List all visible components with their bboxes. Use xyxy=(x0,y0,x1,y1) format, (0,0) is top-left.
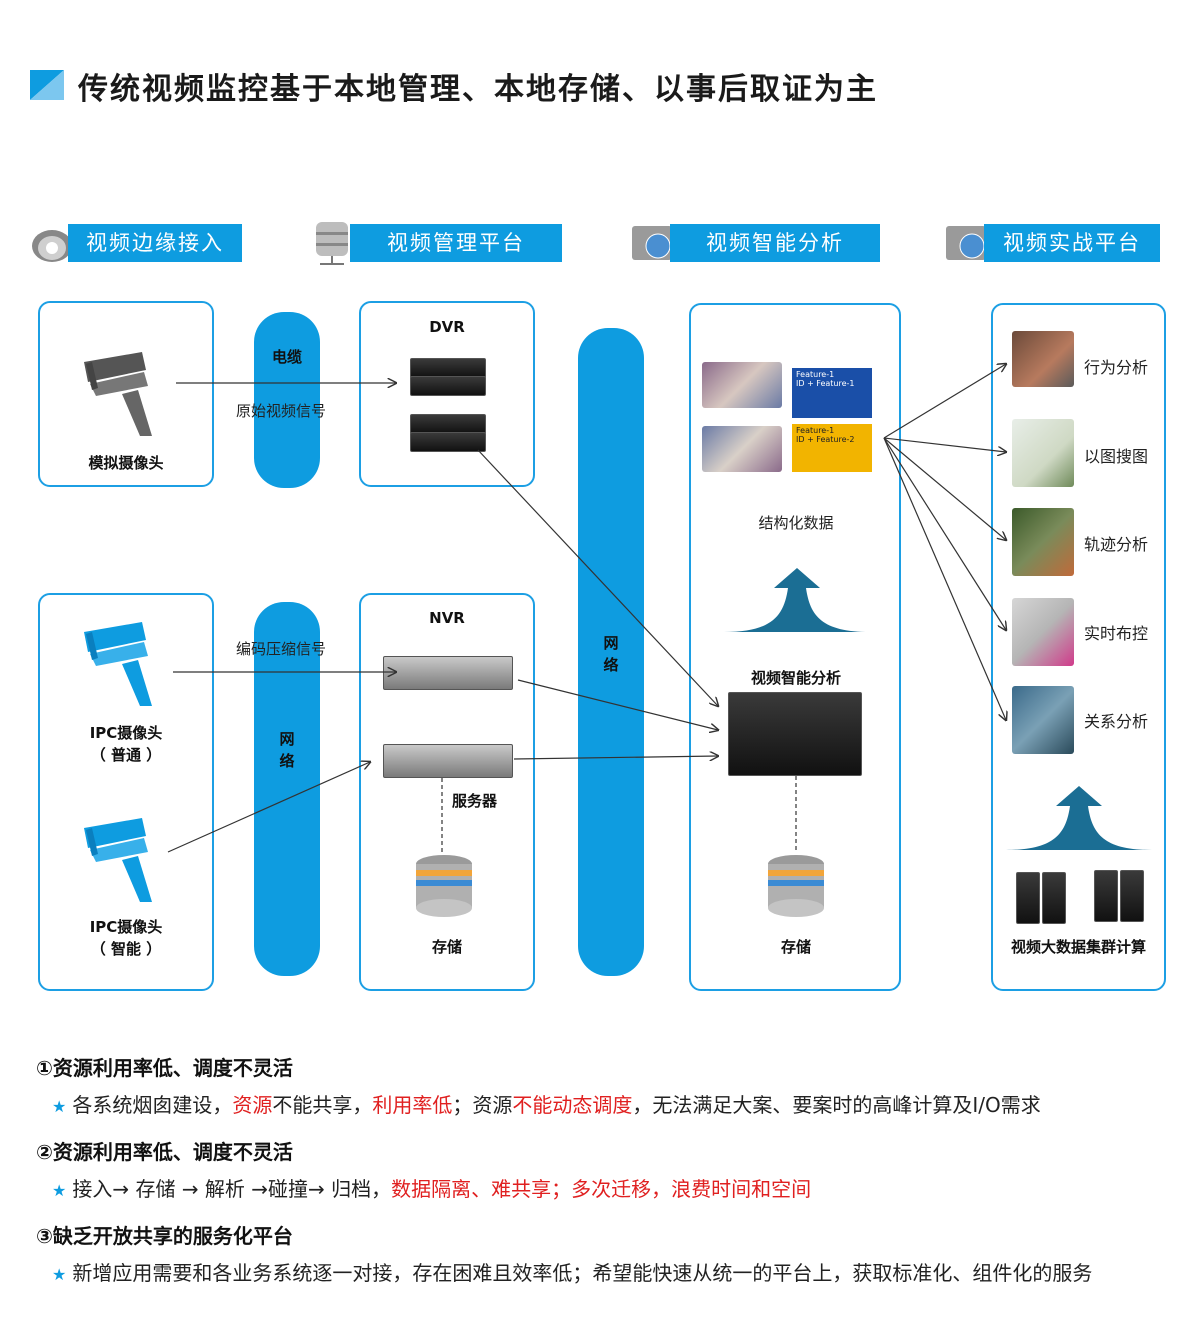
storage-label-management: 存储 xyxy=(431,938,462,956)
storage-icon xyxy=(768,855,824,917)
to-behavior-arrow xyxy=(883,364,1006,439)
raw-signal-label: 原始视频信号 xyxy=(236,402,327,420)
cluster-rack xyxy=(1094,870,1118,922)
dvr-unit xyxy=(410,414,486,434)
to-relation-arrow xyxy=(883,437,1006,720)
image-search-image xyxy=(1012,419,1074,487)
ipc-camera-smart-icon xyxy=(84,818,152,902)
dome-camera-icon xyxy=(32,230,72,262)
cluster-rack xyxy=(1120,870,1144,922)
ipc-camera-normal-sublabel: （ 普通 ） xyxy=(90,746,162,764)
app-behavior-label: 行为分析 xyxy=(1084,358,1149,377)
feature-card-blue: Feature-1 ID + Feature-1 xyxy=(792,368,872,418)
app-relation-label: 关系分析 xyxy=(1084,712,1149,731)
server-label: 服务器 xyxy=(452,792,498,810)
issue-line-2: ★ 接入→ 存储 → 解析 →碰撞→ 归档，数据隔离、难共享；多次迁移，浪费时间和… xyxy=(36,1173,1176,1202)
up-arrow-icon xyxy=(1006,786,1152,850)
smart-analysis-label: 视频智能分析 xyxy=(750,669,841,687)
crowd-image xyxy=(702,362,782,408)
network-label-left: 网络 xyxy=(279,730,295,770)
feature-card-orange: Feature-1 ID + Feature-2 xyxy=(792,424,872,472)
issue-1-part: ，无法满足大案、要案时的高峰计算及I/O需求 xyxy=(632,1093,1041,1117)
dvr-unit xyxy=(410,432,486,452)
nvr-server-unit xyxy=(383,744,513,778)
issue-2-part: 数据隔离、难共享；多次迁移，浪费时间和空间 xyxy=(391,1177,812,1201)
issue-1-part: ；资源 xyxy=(452,1093,513,1117)
cluster-rack xyxy=(1016,872,1040,924)
nvr-label: NVR xyxy=(429,609,465,627)
issue-line-3: ★ 新增应用需要和各业务系统逐一对接，存在困难且效率低；希望能快速从统一的平台上，… xyxy=(36,1257,1176,1286)
cluster-rack xyxy=(1042,872,1066,924)
column-label-application: 视频实战平台 xyxy=(984,224,1160,262)
analysis-server xyxy=(728,692,862,776)
dvr-label: DVR xyxy=(429,318,465,336)
app-trajectory-label: 轨迹分析 xyxy=(1084,535,1149,554)
column-label-edge: 视频边缘接入 xyxy=(68,224,242,262)
issues-section: ①资源利用率低、调度不灵活 ★ 各系统烟囱建设，资源不能共享，利用率低；资源不能动… xyxy=(36,1052,1176,1286)
realtime-control-image xyxy=(1012,598,1074,666)
analog-camera-label: 模拟摄像头 xyxy=(88,454,164,472)
nvr-box xyxy=(359,593,535,991)
trajectory-image xyxy=(1012,508,1074,576)
star-icon: ★ xyxy=(52,1181,67,1200)
issue-3-part: 新增应用需要和各业务系统逐一对接，存在困难且效率低；希望能快速从统一的平台上，获… xyxy=(72,1261,1093,1285)
database-icon xyxy=(316,222,348,265)
analog-camera-icon xyxy=(84,352,152,436)
relation-image xyxy=(1012,686,1074,754)
page-title: 传统视频监控基于本地管理、本地存储、以事后取证为主 xyxy=(78,72,878,107)
issue-1-part: 利用率低 xyxy=(372,1093,453,1117)
app-realtime-label: 实时布控 xyxy=(1084,624,1149,643)
cable-label: 电缆 xyxy=(271,348,302,366)
issue-title-2: ②资源利用率低、调度不灵活 xyxy=(36,1140,293,1164)
behavior-image xyxy=(1012,331,1074,387)
ipc-camera-normal-icon xyxy=(84,622,152,706)
issue-title-3: ③缺乏开放共享的服务化平台 xyxy=(36,1224,293,1248)
structured-data-label: 结构化数据 xyxy=(758,514,834,532)
up-arrow-icon xyxy=(724,568,870,632)
nvr-unit xyxy=(383,656,513,690)
issue-title-1: ①资源利用率低、调度不灵活 xyxy=(36,1056,293,1080)
issue-line-1: ★ 各系统烟囱建设，资源不能共享，利用率低；资源不能动态调度，无法满足大案、要案时… xyxy=(36,1089,1176,1118)
cable-pill xyxy=(254,312,320,488)
ipc-camera-smart-sublabel: （ 智能 ） xyxy=(90,940,162,958)
column-label-management: 视频管理平台 xyxy=(350,224,562,262)
storage-label-analysis: 存储 xyxy=(780,938,811,956)
title-mark-icon xyxy=(30,70,64,100)
issue-1-part: 各系统烟囱建设， xyxy=(72,1093,233,1117)
encoded-signal-label: 编码压缩信号 xyxy=(236,640,327,658)
monitor-globe-icon xyxy=(946,226,986,260)
monitor-globe-icon xyxy=(632,226,672,260)
dvr-unit xyxy=(410,376,486,396)
issue-1-part: 资源 xyxy=(232,1093,273,1117)
star-icon: ★ xyxy=(52,1097,67,1116)
column-label-analysis: 视频智能分析 xyxy=(670,224,880,262)
issue-1-part: 不能动态调度 xyxy=(512,1093,633,1117)
crowd-image xyxy=(702,426,782,472)
network-label-center: 网络 xyxy=(603,634,619,674)
to-realtime-arrow xyxy=(883,437,1006,630)
issue-1-part: 不能共享， xyxy=(272,1093,373,1117)
star-icon: ★ xyxy=(52,1265,67,1284)
ipc-camera-smart-label: IPC摄像头 xyxy=(89,918,163,936)
app-image-search-label: 以图搜图 xyxy=(1084,447,1149,466)
title-mark xyxy=(30,70,64,100)
storage-icon xyxy=(416,855,472,917)
dvr-unit xyxy=(410,358,486,378)
to-image-search-arrow xyxy=(883,437,1006,452)
to-trajectory-arrow xyxy=(883,437,1006,540)
cluster-label: 视频大数据集群计算 xyxy=(1010,938,1146,956)
issue-2-part: 接入→ 存储 → 解析 →碰撞→ 归档， xyxy=(72,1177,392,1201)
ipc-camera-normal-label: IPC摄像头 xyxy=(89,724,163,742)
